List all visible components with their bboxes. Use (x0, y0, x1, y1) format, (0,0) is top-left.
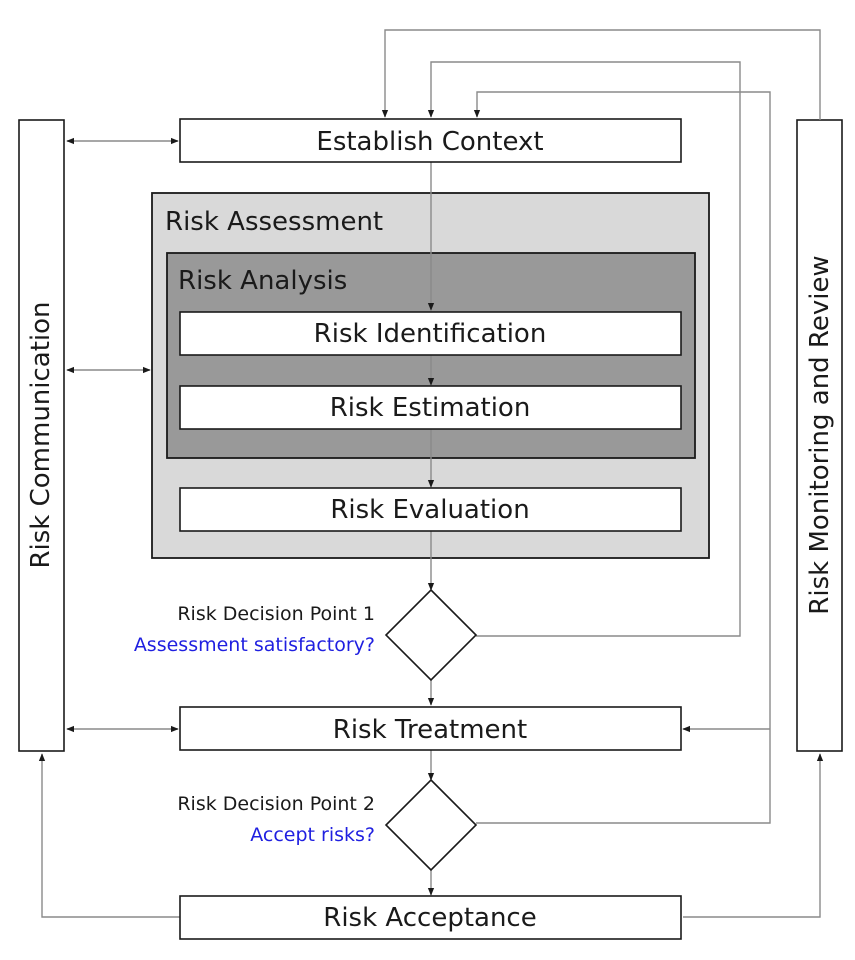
risk-treatment-box[interactable]: Risk Treatment (179, 706, 682, 751)
risk-assessment-label: Risk Assessment (165, 207, 383, 237)
risk-identification-box[interactable]: Risk Identification (179, 311, 682, 356)
connectors (38, 29, 824, 918)
risk-communication-label: Risk Communication (26, 301, 56, 568)
arrow-acceptance-to-monitoring (683, 753, 824, 918)
loop-dp1-to-context (427, 61, 741, 637)
risk-acceptance-label: Risk Acceptance (323, 903, 536, 933)
decision-point-2-title: Risk Decision Point 2 (177, 793, 375, 815)
establish-context-label: Establish Context (316, 127, 543, 157)
decision-point-1-title: Risk Decision Point 1 (177, 603, 375, 625)
loop-dp2-to-context (473, 91, 771, 824)
risk-monitoring-label: Risk Monitoring and Review (805, 255, 835, 614)
risk-estimation-box[interactable]: Risk Estimation (179, 385, 682, 430)
decision-point-2-diamond[interactable] (384, 778, 478, 872)
risk-monitoring-bar[interactable] (796, 119, 843, 752)
risk-acceptance-box[interactable]: Risk Acceptance (179, 895, 682, 940)
risk-identification-label: Risk Identification (314, 319, 547, 349)
risk-estimation-label: Risk Estimation (330, 393, 531, 423)
risk-treatment-label: Risk Treatment (333, 715, 527, 745)
loop-monitoring-to-context (381, 29, 821, 120)
risk-analysis-label: Risk Analysis (178, 266, 347, 296)
risk-evaluation-label: Risk Evaluation (330, 495, 529, 525)
establish-context-box[interactable]: Establish Context (179, 118, 682, 163)
decision-point-1-diamond[interactable] (384, 588, 478, 682)
arrow-acceptance-to-communication (38, 753, 180, 918)
risk-communication-bar[interactable] (18, 119, 65, 752)
risk-evaluation-box[interactable]: Risk Evaluation (179, 487, 682, 532)
decision-point-2-question: Accept risks? (250, 824, 375, 846)
decision-point-1-question: Assessment satisfactory? (134, 634, 375, 656)
